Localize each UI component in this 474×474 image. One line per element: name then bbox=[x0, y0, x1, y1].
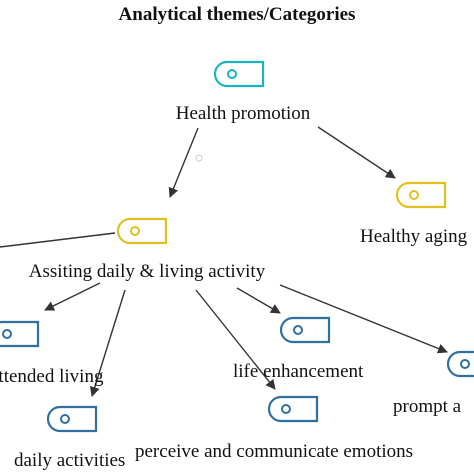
tag-icon bbox=[0, 320, 40, 348]
node-healthy-aging[interactable]: Healthy aging bbox=[360, 181, 468, 247]
node-prompt[interactable]: prompt a bbox=[393, 350, 474, 417]
tag-icon bbox=[395, 181, 447, 209]
tag-icon bbox=[116, 217, 168, 245]
node-label: prompt a bbox=[393, 396, 462, 417]
edge-health-promotion-to-assisting bbox=[168, 127, 199, 198]
node-label: Assiting daily & living activity bbox=[29, 261, 266, 282]
edge-assisting-to-attended-living bbox=[44, 282, 101, 311]
node-attended-living[interactable]: attended living bbox=[0, 320, 104, 387]
node-label: perceive and communicate emotions bbox=[135, 441, 413, 462]
edge-health-promotion-to-healthy-aging bbox=[317, 126, 396, 179]
tag-icon bbox=[446, 350, 474, 378]
node-label: Health promotion bbox=[176, 103, 311, 124]
edge-handle-dot bbox=[195, 154, 203, 162]
node-label: attended living bbox=[0, 366, 104, 387]
tag-icon bbox=[267, 395, 319, 423]
tag-icon bbox=[279, 316, 331, 344]
node-perceive-communicate-emotions[interactable]: perceive and communicate emotions bbox=[135, 395, 413, 462]
diagram-title: Analytical themes/Categories bbox=[118, 4, 356, 25]
node-health-promotion[interactable]: Health promotion bbox=[176, 60, 311, 124]
edge-assisting-to-perceive bbox=[195, 289, 276, 390]
node-daily-activities[interactable]: daily activities bbox=[14, 405, 125, 471]
node-label: Healthy aging bbox=[360, 226, 468, 247]
node-label: life enhancement bbox=[233, 361, 364, 382]
node-assisting-daily-living-activity[interactable]: Assiting daily & living activity bbox=[29, 217, 266, 282]
node-label: daily activities bbox=[14, 450, 125, 471]
tag-icon bbox=[46, 405, 98, 433]
edge-assisting-to-life-enhancement bbox=[236, 287, 281, 314]
node-life-enhancement[interactable]: life enhancement bbox=[233, 316, 364, 382]
edge-assisting-to-prompt bbox=[279, 284, 448, 354]
edge-assisting-to-daily-activities bbox=[89, 289, 126, 397]
tag-icon bbox=[213, 60, 265, 88]
edge-to-left-offscreen bbox=[0, 232, 116, 248]
